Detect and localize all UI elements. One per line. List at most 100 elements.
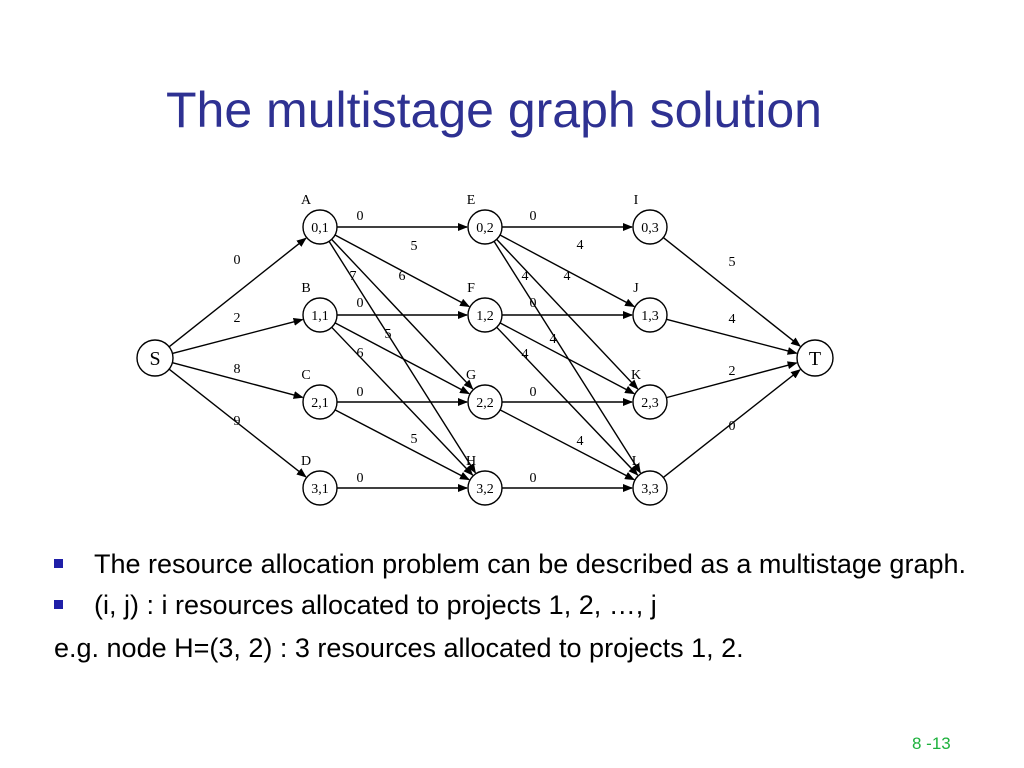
node-letter-label: I (634, 193, 639, 208)
edge-S-C (172, 361, 304, 399)
node-circle (302, 209, 338, 245)
edge-weight-label: 7 (350, 269, 357, 284)
node-circle (467, 297, 503, 333)
edge-weight-label: 4 (577, 434, 584, 449)
node-circle (796, 339, 834, 377)
node-label: S (149, 348, 160, 370)
node-letter-label: C (301, 368, 310, 383)
node-F: 1,2F (467, 281, 503, 333)
edge-weight-label: 0 (530, 385, 537, 400)
node-letter-label: E (467, 193, 476, 208)
edge-weight-label: 4 (729, 312, 736, 327)
node-circle (632, 470, 668, 506)
node-circle (632, 209, 668, 245)
edge-weight-label: 0 (357, 385, 364, 400)
node-letter-label: L (632, 454, 641, 469)
node-letter-label: F (467, 281, 475, 296)
edge-weight-label: 5 (385, 327, 392, 342)
edge-G-L (499, 409, 635, 481)
node-circle (302, 470, 338, 506)
edge-A-F (334, 234, 470, 308)
node-label: 2,2 (476, 396, 494, 411)
edge-J-T (666, 318, 798, 355)
node-label: 1,3 (641, 309, 659, 324)
edge-weight-label: 2 (234, 311, 241, 326)
edge-weight-label: 8 (234, 362, 241, 377)
edge-weight-label: 5 (729, 255, 736, 270)
node-H: 3,2H (466, 454, 503, 506)
node-letter-label: K (631, 368, 641, 383)
node-circle (467, 384, 503, 420)
edge-F-K (499, 322, 635, 395)
node-T: T (796, 339, 834, 377)
node-letter-label: G (466, 368, 476, 383)
node-label: 2,1 (311, 396, 329, 411)
edge-weight-label: 0 (530, 471, 537, 486)
node-J: 1,3J (632, 281, 668, 333)
edge-A-H (328, 240, 476, 474)
edge-weight-label: 5 (411, 239, 418, 254)
node-I: 0,3I (632, 193, 668, 245)
edge-weight-label: 9 (234, 414, 241, 429)
edge-weight-label: 4 (522, 269, 529, 284)
edge-L-T (662, 369, 801, 479)
edge-E-K (496, 238, 639, 390)
node-circle (467, 209, 503, 245)
edge-weight-label: 5 (411, 432, 418, 447)
node-E: 0,2E (467, 193, 503, 245)
node-letter-label: B (301, 281, 310, 296)
edge-weight-label: 0 (234, 253, 241, 268)
node-label: 2,3 (641, 396, 659, 411)
node-label: 1,2 (476, 309, 494, 324)
node-B: 1,1B (301, 281, 338, 333)
edge-A-G (331, 238, 474, 390)
edge-E-J (499, 234, 636, 308)
bullet-square-icon (54, 559, 63, 568)
node-circle (467, 470, 503, 506)
node-circle (136, 339, 174, 377)
slide-title: The multistage graph solution (166, 82, 822, 138)
node-letter-label: D (301, 454, 311, 469)
node-label: 3,3 (641, 482, 659, 497)
edge-B-H (331, 326, 474, 476)
node-D: 3,1D (301, 454, 338, 506)
edge-weight-label: 6 (399, 269, 406, 284)
edge-S-A (168, 237, 307, 348)
edge-K-T (666, 361, 798, 399)
node-label: 0,1 (311, 221, 329, 236)
node-label: 1,1 (311, 309, 329, 324)
edge-weight-label: 4 (550, 332, 557, 347)
node-label: 3,2 (476, 482, 494, 497)
node-A: 0,1 A (301, 193, 338, 245)
edge-F-L (496, 326, 639, 476)
edge-weight-label: 0 (729, 419, 736, 434)
node-letter-label: H (466, 454, 476, 469)
node-label: 3,1 (311, 482, 329, 497)
page-number: 8 -13 (912, 734, 951, 753)
bullet-text: (i, j) : i resources allocated to projec… (94, 590, 657, 620)
edge-E-L (493, 240, 641, 474)
node-circle (632, 384, 668, 420)
node-L: 3,3L (632, 454, 668, 506)
bullet-text: The resource allocation problem can be d… (94, 549, 966, 579)
node-circle (302, 384, 338, 420)
node-letter-label: J (633, 281, 639, 296)
node-C: 2,1C (301, 368, 338, 420)
node-letter-label: A (301, 193, 312, 208)
edge-C-H (334, 409, 470, 481)
edge-weight-label: 4 (522, 347, 529, 362)
example-text: e.g. node H=(3, 2) : 3 resources allocat… (54, 633, 744, 663)
edge-S-B (172, 317, 304, 355)
node-label: T (809, 348, 821, 370)
node-label: 0,3 (641, 221, 659, 236)
edge-weight-label: 6 (357, 346, 364, 361)
edge-B-G (334, 322, 470, 395)
edge-weight-label: 4 (577, 238, 584, 253)
node-label: 0,2 (476, 221, 494, 236)
edge-weight-label: 4 (564, 269, 571, 284)
node-circle (632, 297, 668, 333)
edge-weight-label: 0 (530, 209, 537, 224)
node-circle (302, 297, 338, 333)
edge-weight-label: 0 (357, 209, 364, 224)
